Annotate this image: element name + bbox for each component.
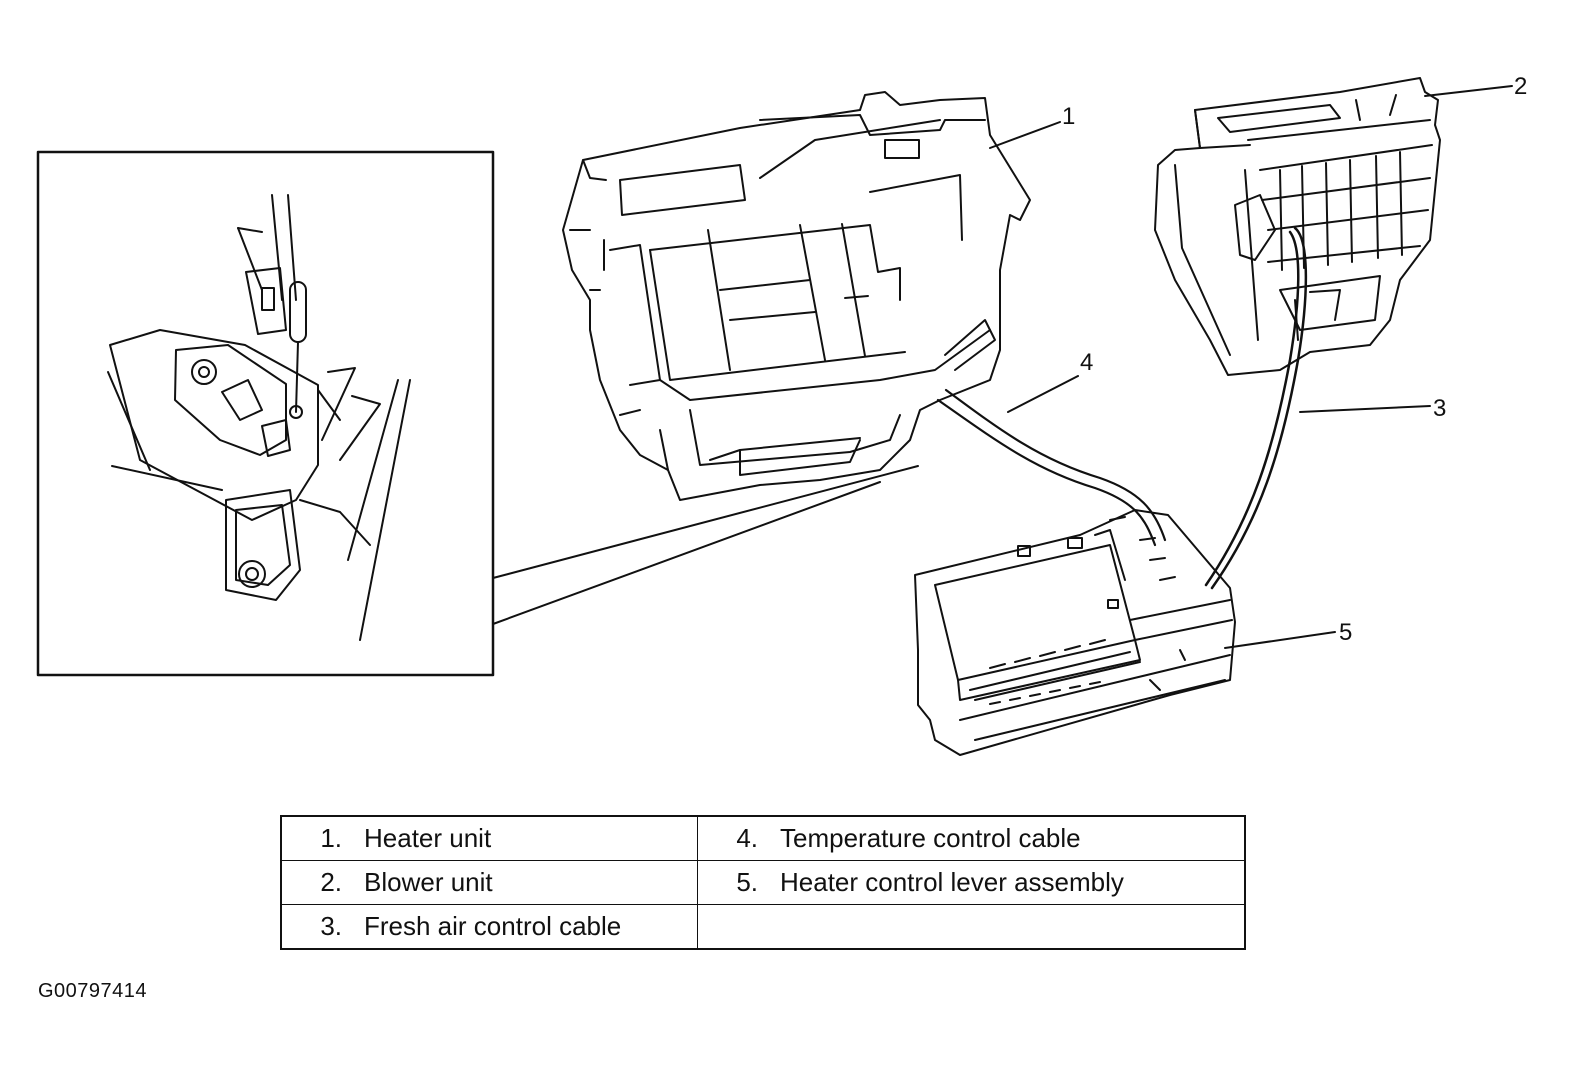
heater-control-lever-assembly bbox=[915, 510, 1235, 755]
heater-system-diagram: 1 2 3 4 5 bbox=[0, 73, 1527, 800]
legend-label: Blower unit bbox=[364, 867, 493, 897]
legend-row: 3. Fresh air control cable bbox=[280, 904, 1246, 950]
heater-unit bbox=[563, 92, 1030, 500]
legend-label: Heater control lever assembly bbox=[780, 867, 1124, 897]
fresh-air-control-cable bbox=[1206, 228, 1306, 588]
callout-1: 1 bbox=[1062, 103, 1075, 130]
temperature-control-cable bbox=[938, 390, 1165, 545]
legend-number: 4. bbox=[736, 823, 758, 853]
legend-number: 1. bbox=[320, 823, 342, 853]
legend-cell: 4. Temperature control cable bbox=[697, 815, 1246, 861]
legend-number: 3. bbox=[320, 911, 342, 941]
callout-4: 4 bbox=[1080, 349, 1093, 376]
legend-cell: 2. Blower unit bbox=[280, 860, 698, 905]
legend-row: 2. Blower unit 5. Heater control lever ass… bbox=[280, 860, 1246, 905]
legend-cell: 1. Heater unit bbox=[280, 815, 698, 861]
legend-label: Temperature control cable bbox=[780, 823, 1081, 853]
legend-table: 1. Heater unit 4. Temperature control cabl… bbox=[280, 815, 1246, 950]
detail-inset bbox=[38, 152, 493, 675]
legend-row: 1. Heater unit 4. Temperature control cabl… bbox=[280, 815, 1246, 861]
legend-label: Fresh air control cable bbox=[364, 911, 622, 941]
legend-cell: 3. Fresh air control cable bbox=[280, 904, 698, 950]
legend-number: 5. bbox=[736, 867, 758, 897]
callout-3: 3 bbox=[1433, 395, 1446, 422]
legend-number: 2. bbox=[320, 867, 342, 897]
callout-5: 5 bbox=[1339, 619, 1352, 646]
legend-cell: 5. Heater control lever assembly bbox=[697, 860, 1246, 905]
legend-label: Heater unit bbox=[364, 823, 492, 853]
legend-cell bbox=[697, 904, 1246, 950]
callout-2: 2 bbox=[1514, 73, 1527, 100]
blower-unit bbox=[1155, 78, 1440, 375]
figure-id: G00797414 bbox=[38, 980, 148, 1002]
callout-leaders bbox=[990, 86, 1512, 648]
